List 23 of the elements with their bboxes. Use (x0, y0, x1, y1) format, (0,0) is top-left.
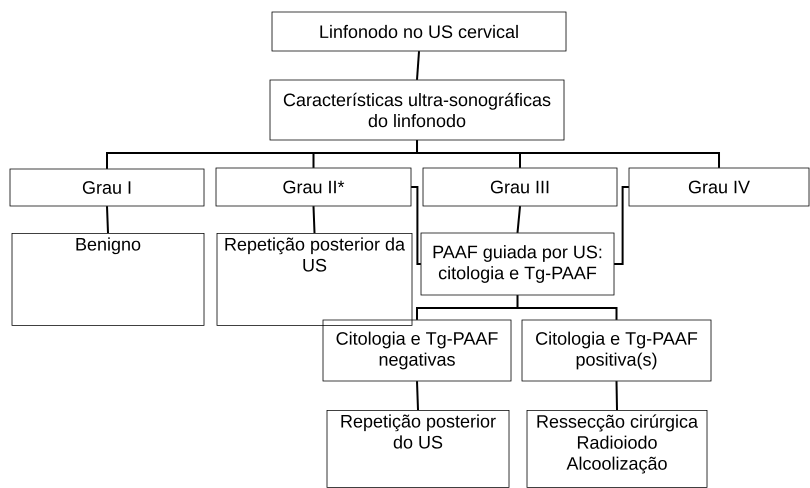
process-box: Linfonodo no US cervical (272, 12, 566, 52)
connector-line (411, 186, 421, 265)
process-box: PAAF guiada por US: citologia e Tg-PAAF (420, 232, 614, 296)
process-box: Ressecção cirúrgica Radioiodo Alcoolização (526, 410, 708, 488)
connector-line (106, 206, 109, 234)
process-box: Citologia e Tg-PAAF positiva(s) (522, 320, 712, 382)
process-box: Repetição posterior da US (216, 233, 412, 326)
process-box: Características ultra-sonográficas do linfonodo (270, 80, 564, 140)
connector-line (516, 206, 521, 233)
connector-line (614, 186, 629, 265)
connector-line (416, 140, 720, 168)
process-box: Grau III (422, 168, 618, 206)
process-box: Benigno (12, 233, 204, 326)
connector-line (312, 206, 316, 234)
process-box: Grau II* (216, 168, 412, 206)
connector-line (616, 381, 618, 410)
process-box: Repetição posterior do US (326, 410, 510, 488)
connector-line (516, 295, 618, 320)
process-box: Grau IV (628, 168, 810, 206)
process-box: Citologia e Tg-PAAF negativas (322, 320, 512, 382)
connector-line (416, 381, 419, 410)
process-box: Grau I (10, 168, 204, 206)
connector-line (416, 51, 420, 80)
